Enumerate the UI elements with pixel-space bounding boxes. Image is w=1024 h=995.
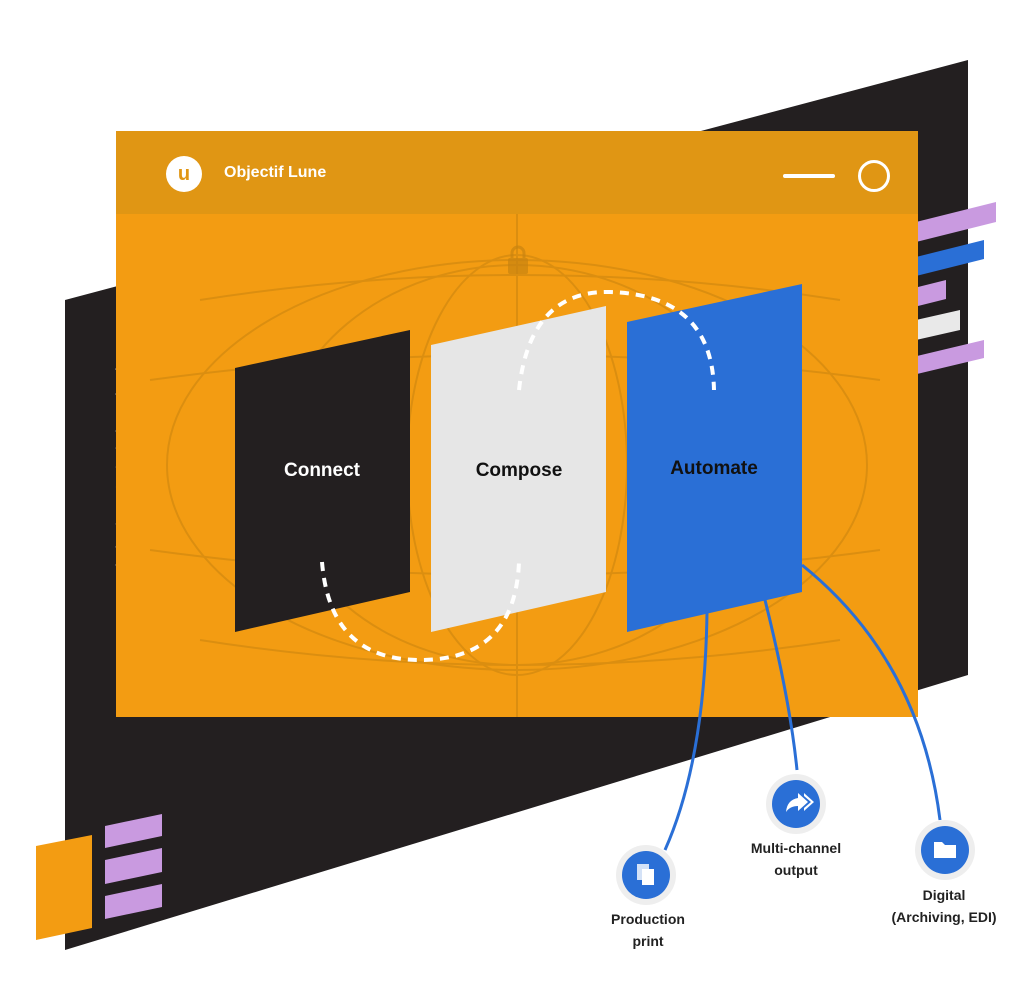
output-label-line: Digital — [922, 887, 966, 903]
connector-production-print — [663, 611, 709, 851]
lavender-accent-bar — [105, 814, 162, 848]
multi-channel-node[interactable] — [766, 774, 826, 834]
stage-label-automate: Automate — [670, 458, 758, 479]
forward-arrows-icon — [786, 793, 814, 812]
logo-icon: u — [166, 156, 202, 192]
output-label-line: print — [632, 933, 664, 949]
output-label-line: (Archiving, EDI) — [891, 909, 997, 925]
lavender-accent-bar — [105, 848, 162, 884]
lavender-accent-bar — [908, 202, 996, 244]
output-label-line: Multi-channel — [750, 840, 842, 856]
output-label-multi-channel: Multi-channel output — [738, 837, 854, 881]
output-label-line: Production — [611, 911, 685, 927]
documents-icon — [637, 864, 654, 885]
stage-label-compose: Compose — [476, 460, 563, 481]
connector-digital — [801, 563, 942, 821]
orange-accent-square — [36, 835, 92, 940]
stage-label-connect: Connect — [284, 460, 361, 481]
lavender-accent-bar — [105, 884, 162, 919]
flow-arc-connect-compose — [320, 561, 521, 663]
digital-node[interactable] — [915, 820, 975, 880]
compose-panel[interactable] — [431, 306, 606, 632]
blue-accent-bar — [896, 240, 984, 281]
folder-icon — [934, 842, 956, 858]
automate-panel[interactable] — [627, 284, 802, 632]
lock-icon — [508, 245, 528, 274]
output-label-line: output — [774, 862, 818, 878]
minimize-button[interactable] — [783, 174, 835, 178]
window-titlebar: u Objectif Lune — [116, 131, 918, 214]
connect-panel[interactable] — [235, 330, 410, 632]
flow-arc-compose-automate — [517, 289, 716, 391]
app-title: Objectif Lune — [224, 164, 327, 181]
output-label-production-print: Production print — [598, 908, 698, 952]
output-label-digital: Digital (Archiving, EDI) — [878, 884, 1010, 928]
production-print-node[interactable] — [616, 845, 676, 905]
close-button[interactable] — [858, 160, 890, 192]
connector-multi-channel — [763, 599, 799, 771]
lavender-accent-bar — [896, 340, 984, 379]
